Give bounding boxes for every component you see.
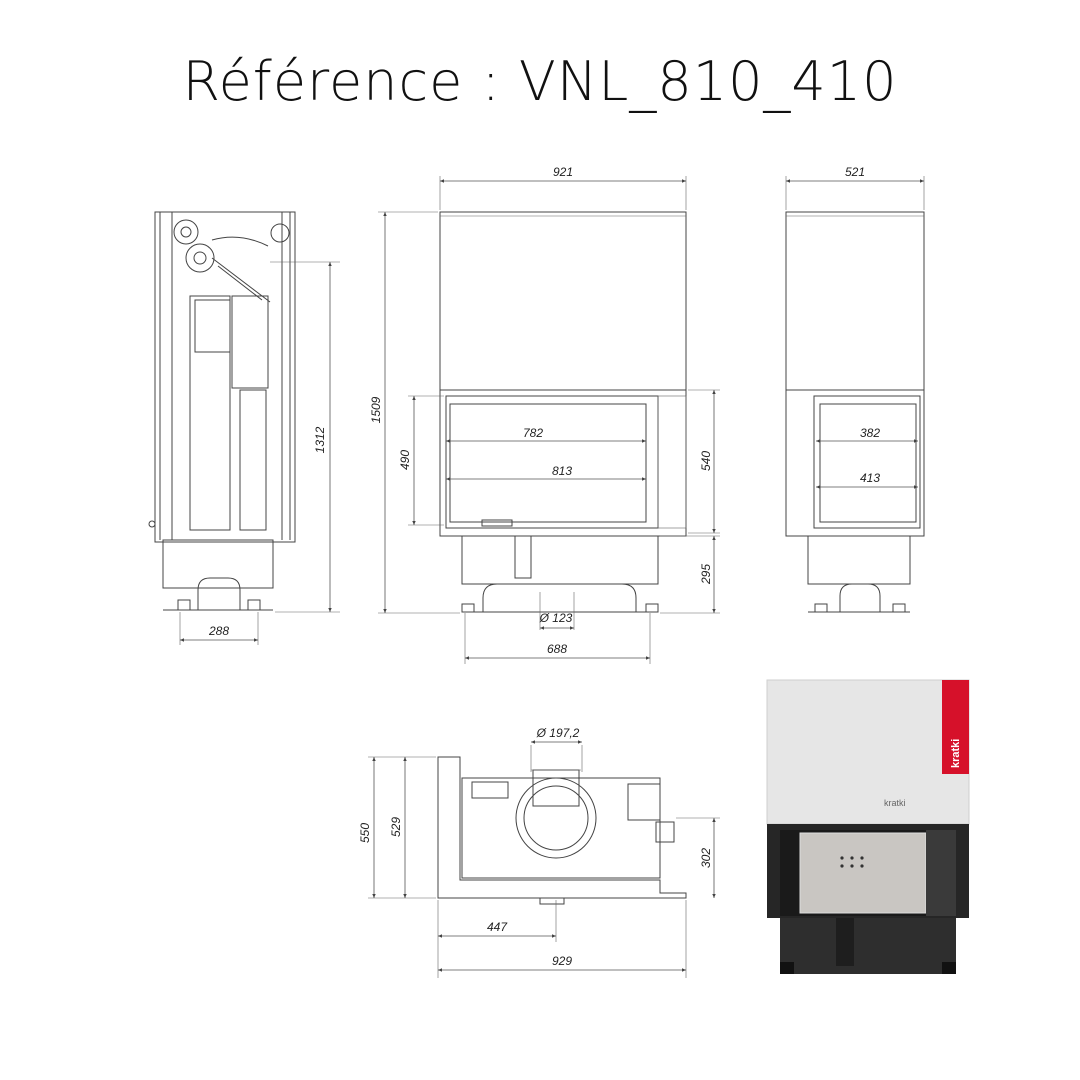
right-width-dim-label: 521 bbox=[845, 165, 865, 179]
top-depth-dim-label: 550 bbox=[358, 823, 372, 843]
brand-badge-label: kratki bbox=[950, 739, 962, 768]
side-width-dim-label: 288 bbox=[208, 624, 229, 638]
front-view: 782 813 921 1509 490 bbox=[369, 165, 720, 664]
right-glass-width-label: 382 bbox=[860, 426, 880, 440]
top-inner-depth-label: 529 bbox=[389, 817, 403, 837]
front-glass-width-label: 782 bbox=[523, 426, 543, 440]
top-side-depth-label: 302 bbox=[699, 848, 713, 868]
front-base-width-label: 688 bbox=[547, 642, 567, 656]
front-base-height-label: 295 bbox=[699, 564, 713, 585]
product-photo: kratki kratki bbox=[766, 679, 970, 974]
top-flue-diameter-label: Ø 197,2 bbox=[536, 726, 580, 740]
front-glass-height-label: 490 bbox=[398, 450, 412, 470]
right-view: 382 413 521 bbox=[785, 165, 925, 613]
front-frame-height-label: 540 bbox=[699, 451, 713, 471]
side-view: 1312 288 bbox=[148, 211, 340, 645]
side-depth-dim-label: 1312 bbox=[313, 426, 327, 453]
top-total-width-label: 929 bbox=[552, 954, 572, 968]
front-width-dim-label: 921 bbox=[553, 165, 573, 179]
hood-brand-label: kratki bbox=[884, 798, 906, 808]
page-title: Référence : VNL_810_410 bbox=[182, 50, 898, 113]
top-half-width-label: 447 bbox=[487, 920, 508, 934]
front-opening-width-label: 813 bbox=[552, 464, 572, 478]
front-height-dim-label: 1509 bbox=[369, 396, 383, 423]
right-opening-width-label: 413 bbox=[860, 471, 880, 485]
front-diameter-label: Ø 123 bbox=[539, 611, 573, 625]
top-view: Ø 197,2 550 529 302 447 929 bbox=[358, 726, 720, 978]
